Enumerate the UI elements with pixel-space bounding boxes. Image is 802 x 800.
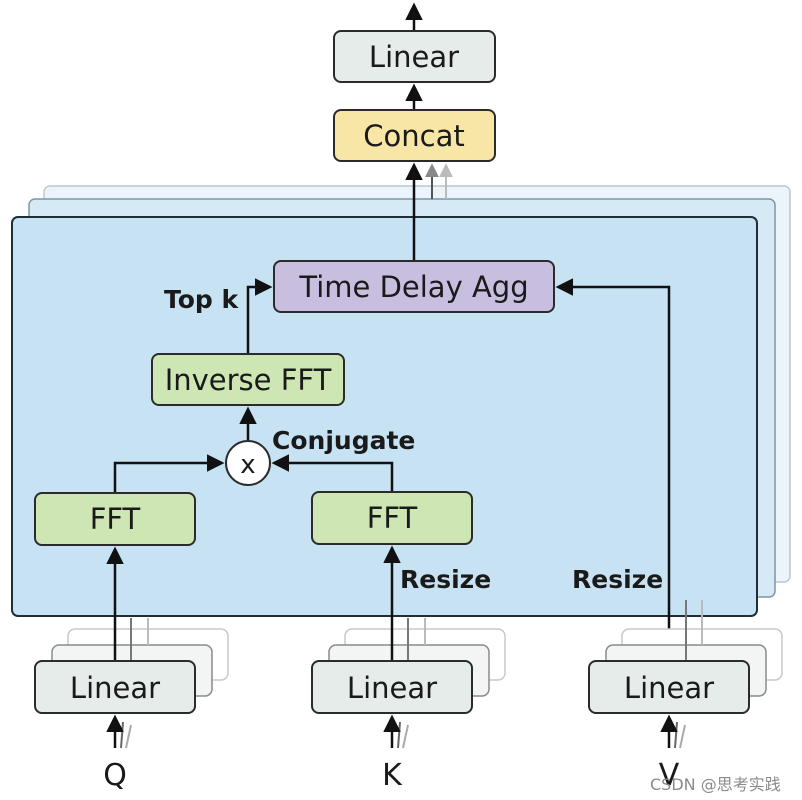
- inverse-fft-box: [151, 353, 345, 406]
- linear-k-stack: [311, 545, 506, 714]
- linear-k-box: [311, 660, 473, 714]
- multiply-symbol: x: [240, 450, 255, 480]
- fft-k-to-multiply-arrow: [271, 454, 394, 492]
- time-delay-agg-box: [273, 260, 555, 313]
- resize-k-label: Resize: [400, 565, 491, 594]
- top-k-label: Top k: [164, 285, 240, 314]
- panel-main: [11, 216, 758, 617]
- watermark: CSDN @思考实践: [650, 775, 781, 794]
- linear-k-label: Linear: [347, 671, 437, 705]
- input-q-label: Q: [103, 758, 127, 793]
- linear-q-box: [34, 660, 196, 714]
- fft-q-label: FFT: [90, 502, 141, 536]
- fft-q-to-multiply-arrow: [113, 454, 225, 492]
- q-input-arrows: [106, 714, 132, 749]
- top-linear-box: [333, 30, 496, 83]
- input-k-label: K: [382, 758, 403, 793]
- fft-k-box: [311, 491, 473, 545]
- linear-v-box: [588, 660, 750, 714]
- v-to-time-delay-arrow: [555, 278, 671, 660]
- resize-v-label: Resize: [572, 565, 663, 594]
- concat-label: Concat: [363, 119, 464, 153]
- inverse-fft-label: Inverse FFT: [165, 363, 332, 397]
- fft-k-label: FFT: [367, 501, 418, 535]
- k-input-arrows: [383, 714, 409, 749]
- v-input-arrows: [660, 714, 686, 749]
- linear-v-stack: [588, 600, 783, 714]
- concat-box: [333, 109, 496, 162]
- conjugate-label: Conjugate: [272, 426, 415, 455]
- linear-q-stack: [34, 546, 229, 714]
- fft-q-box: [34, 492, 196, 546]
- linear-v-label: Linear: [624, 671, 714, 705]
- inverse-fft-to-time-delay-arrow: [246, 278, 273, 353]
- top-linear-label: Linear: [369, 40, 459, 74]
- multiply-node: [225, 440, 271, 486]
- time-delay-agg-label: Time Delay Agg: [298, 270, 528, 304]
- linear-q-label: Linear: [70, 671, 160, 705]
- input-v-label: V: [659, 758, 680, 793]
